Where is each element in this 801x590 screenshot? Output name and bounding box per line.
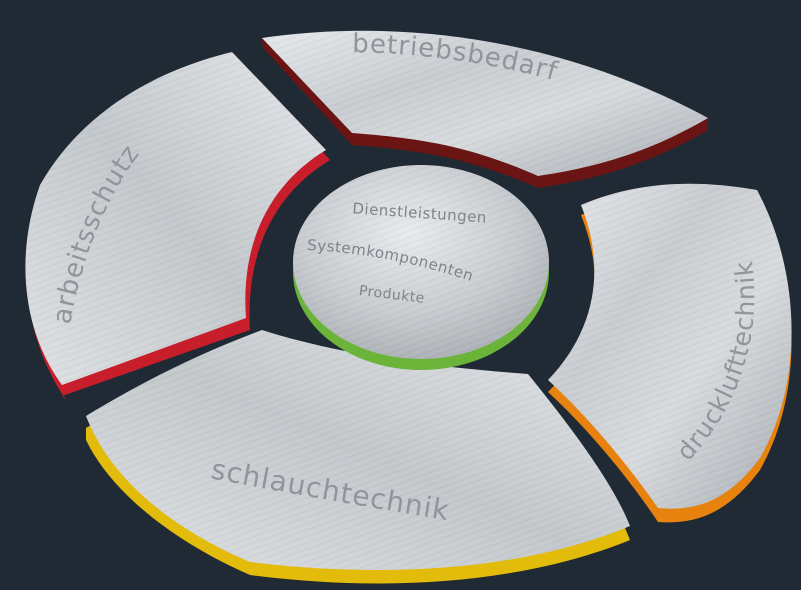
segment-betriebsbedarf: betriebsbedarf (262, 29, 708, 188)
hub: Dienstleistungen Systemkomponenten Produ… (293, 165, 549, 370)
segment-arbeitsschutz: arbeitsschutz (25, 52, 331, 400)
segment-drucklufttechnik: drucklufttechnik (548, 183, 792, 523)
segment-schlauchtechnik: schlauchtechnik (86, 330, 630, 584)
